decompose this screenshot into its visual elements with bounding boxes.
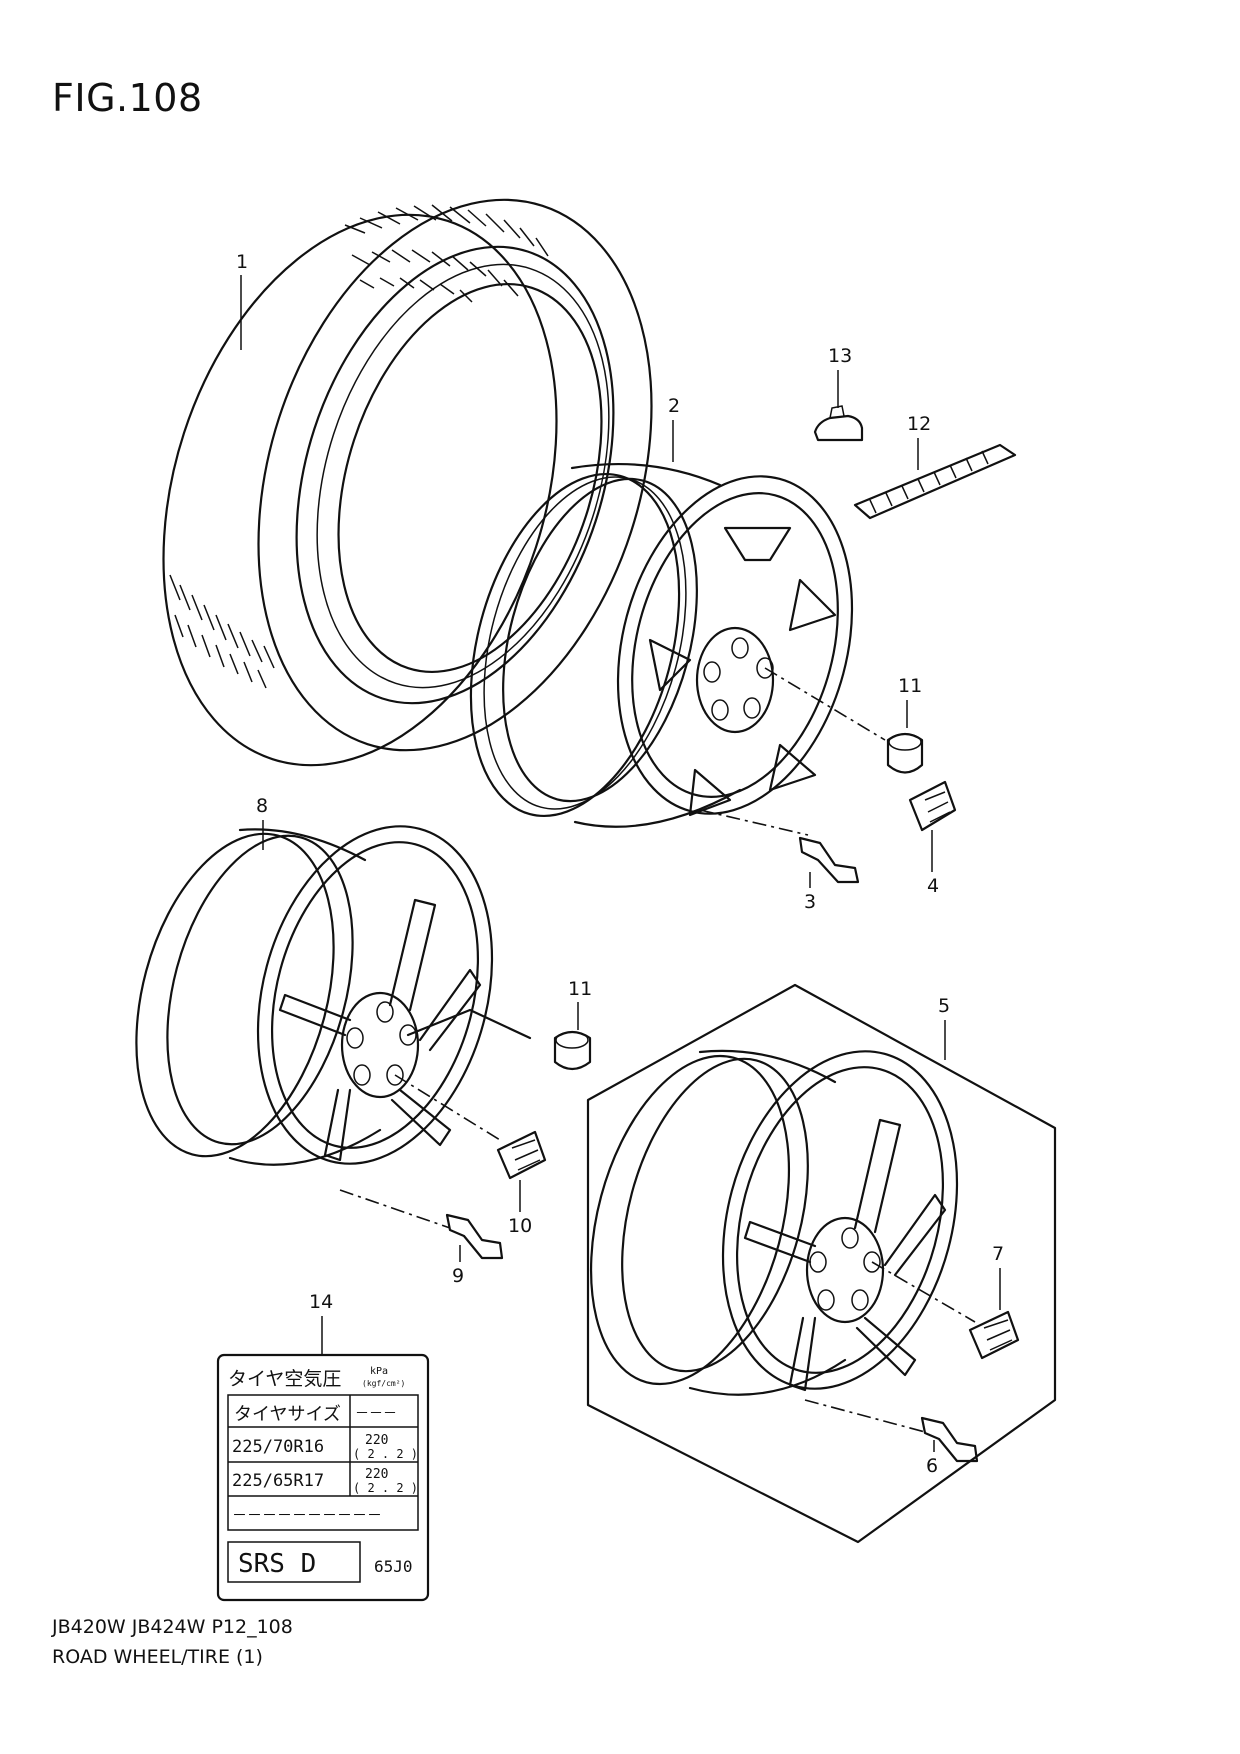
footer-description: ROAD WHEEL/TIRE (1)	[52, 1646, 263, 1668]
center-cap-upper	[908, 780, 957, 832]
label-unit-top: kPa	[370, 1366, 388, 1377]
center-cap-alt	[968, 1310, 1020, 1360]
callout-12: 12	[907, 413, 931, 435]
wheel-nut-upper	[886, 732, 924, 774]
wheel-left	[135, 825, 494, 1166]
label-row1-size: 225/70R16	[232, 1437, 324, 1457]
label-unit-bottom: (kgf/cm²)	[362, 1379, 405, 1388]
figure-title: FIG.108	[52, 76, 203, 120]
valve-alt	[920, 1416, 979, 1463]
callout-3: 3	[804, 891, 816, 913]
label-row1-kgf: ( 2 . 2 )	[353, 1447, 418, 1461]
callout-11-upper: 11	[898, 675, 922, 697]
callout-6: 6	[926, 1455, 938, 1477]
callout-2: 2	[668, 395, 680, 417]
label-header: タイヤ空気圧	[228, 1368, 341, 1390]
callout-11-lower: 11	[568, 978, 592, 1000]
callout-9: 9	[452, 1265, 464, 1287]
callout-1: 1	[236, 251, 248, 273]
valve-left	[445, 1213, 504, 1260]
callout-7: 7	[992, 1243, 1004, 1265]
valve-upper	[798, 836, 860, 884]
label-size-header: タイヤサイズ	[234, 1404, 341, 1425]
tire	[162, 198, 653, 767]
label-dash-row: －－－－－－－－－－	[232, 1506, 382, 1524]
footer-model-line: JB420W JB424W P12_108	[52, 1616, 293, 1638]
wheel-upper	[469, 462, 854, 828]
label-code: SRS D	[238, 1549, 316, 1579]
center-cap-left	[496, 1130, 547, 1180]
wheel-nut-lower	[553, 1030, 592, 1071]
callout-14: 14	[309, 1291, 333, 1313]
tire-pressure-label: タイヤ空気圧 kPa (kgf/cm²) タイヤサイズ －－－ 225/70R1…	[216, 1353, 430, 1602]
balance-weight-clip	[813, 405, 864, 442]
hexagon-frame	[586, 983, 1057, 1544]
label-row1-kpa: 220	[365, 1433, 388, 1448]
callout-4: 4	[927, 875, 939, 897]
wheel-alt	[589, 1049, 959, 1396]
balance-weight-strip	[853, 443, 1017, 520]
label-size-dash: －－－	[355, 1406, 397, 1422]
label-row2-kpa: 220	[365, 1467, 388, 1482]
callout-5: 5	[938, 995, 950, 1017]
callout-10: 10	[508, 1215, 532, 1237]
callout-13: 13	[828, 345, 852, 367]
label-row2-kgf: ( 2 . 2 )	[353, 1481, 418, 1495]
callout-8: 8	[256, 795, 268, 817]
label-part-code: 65J0	[374, 1557, 413, 1576]
label-row2-size: 225/65R17	[232, 1471, 324, 1491]
